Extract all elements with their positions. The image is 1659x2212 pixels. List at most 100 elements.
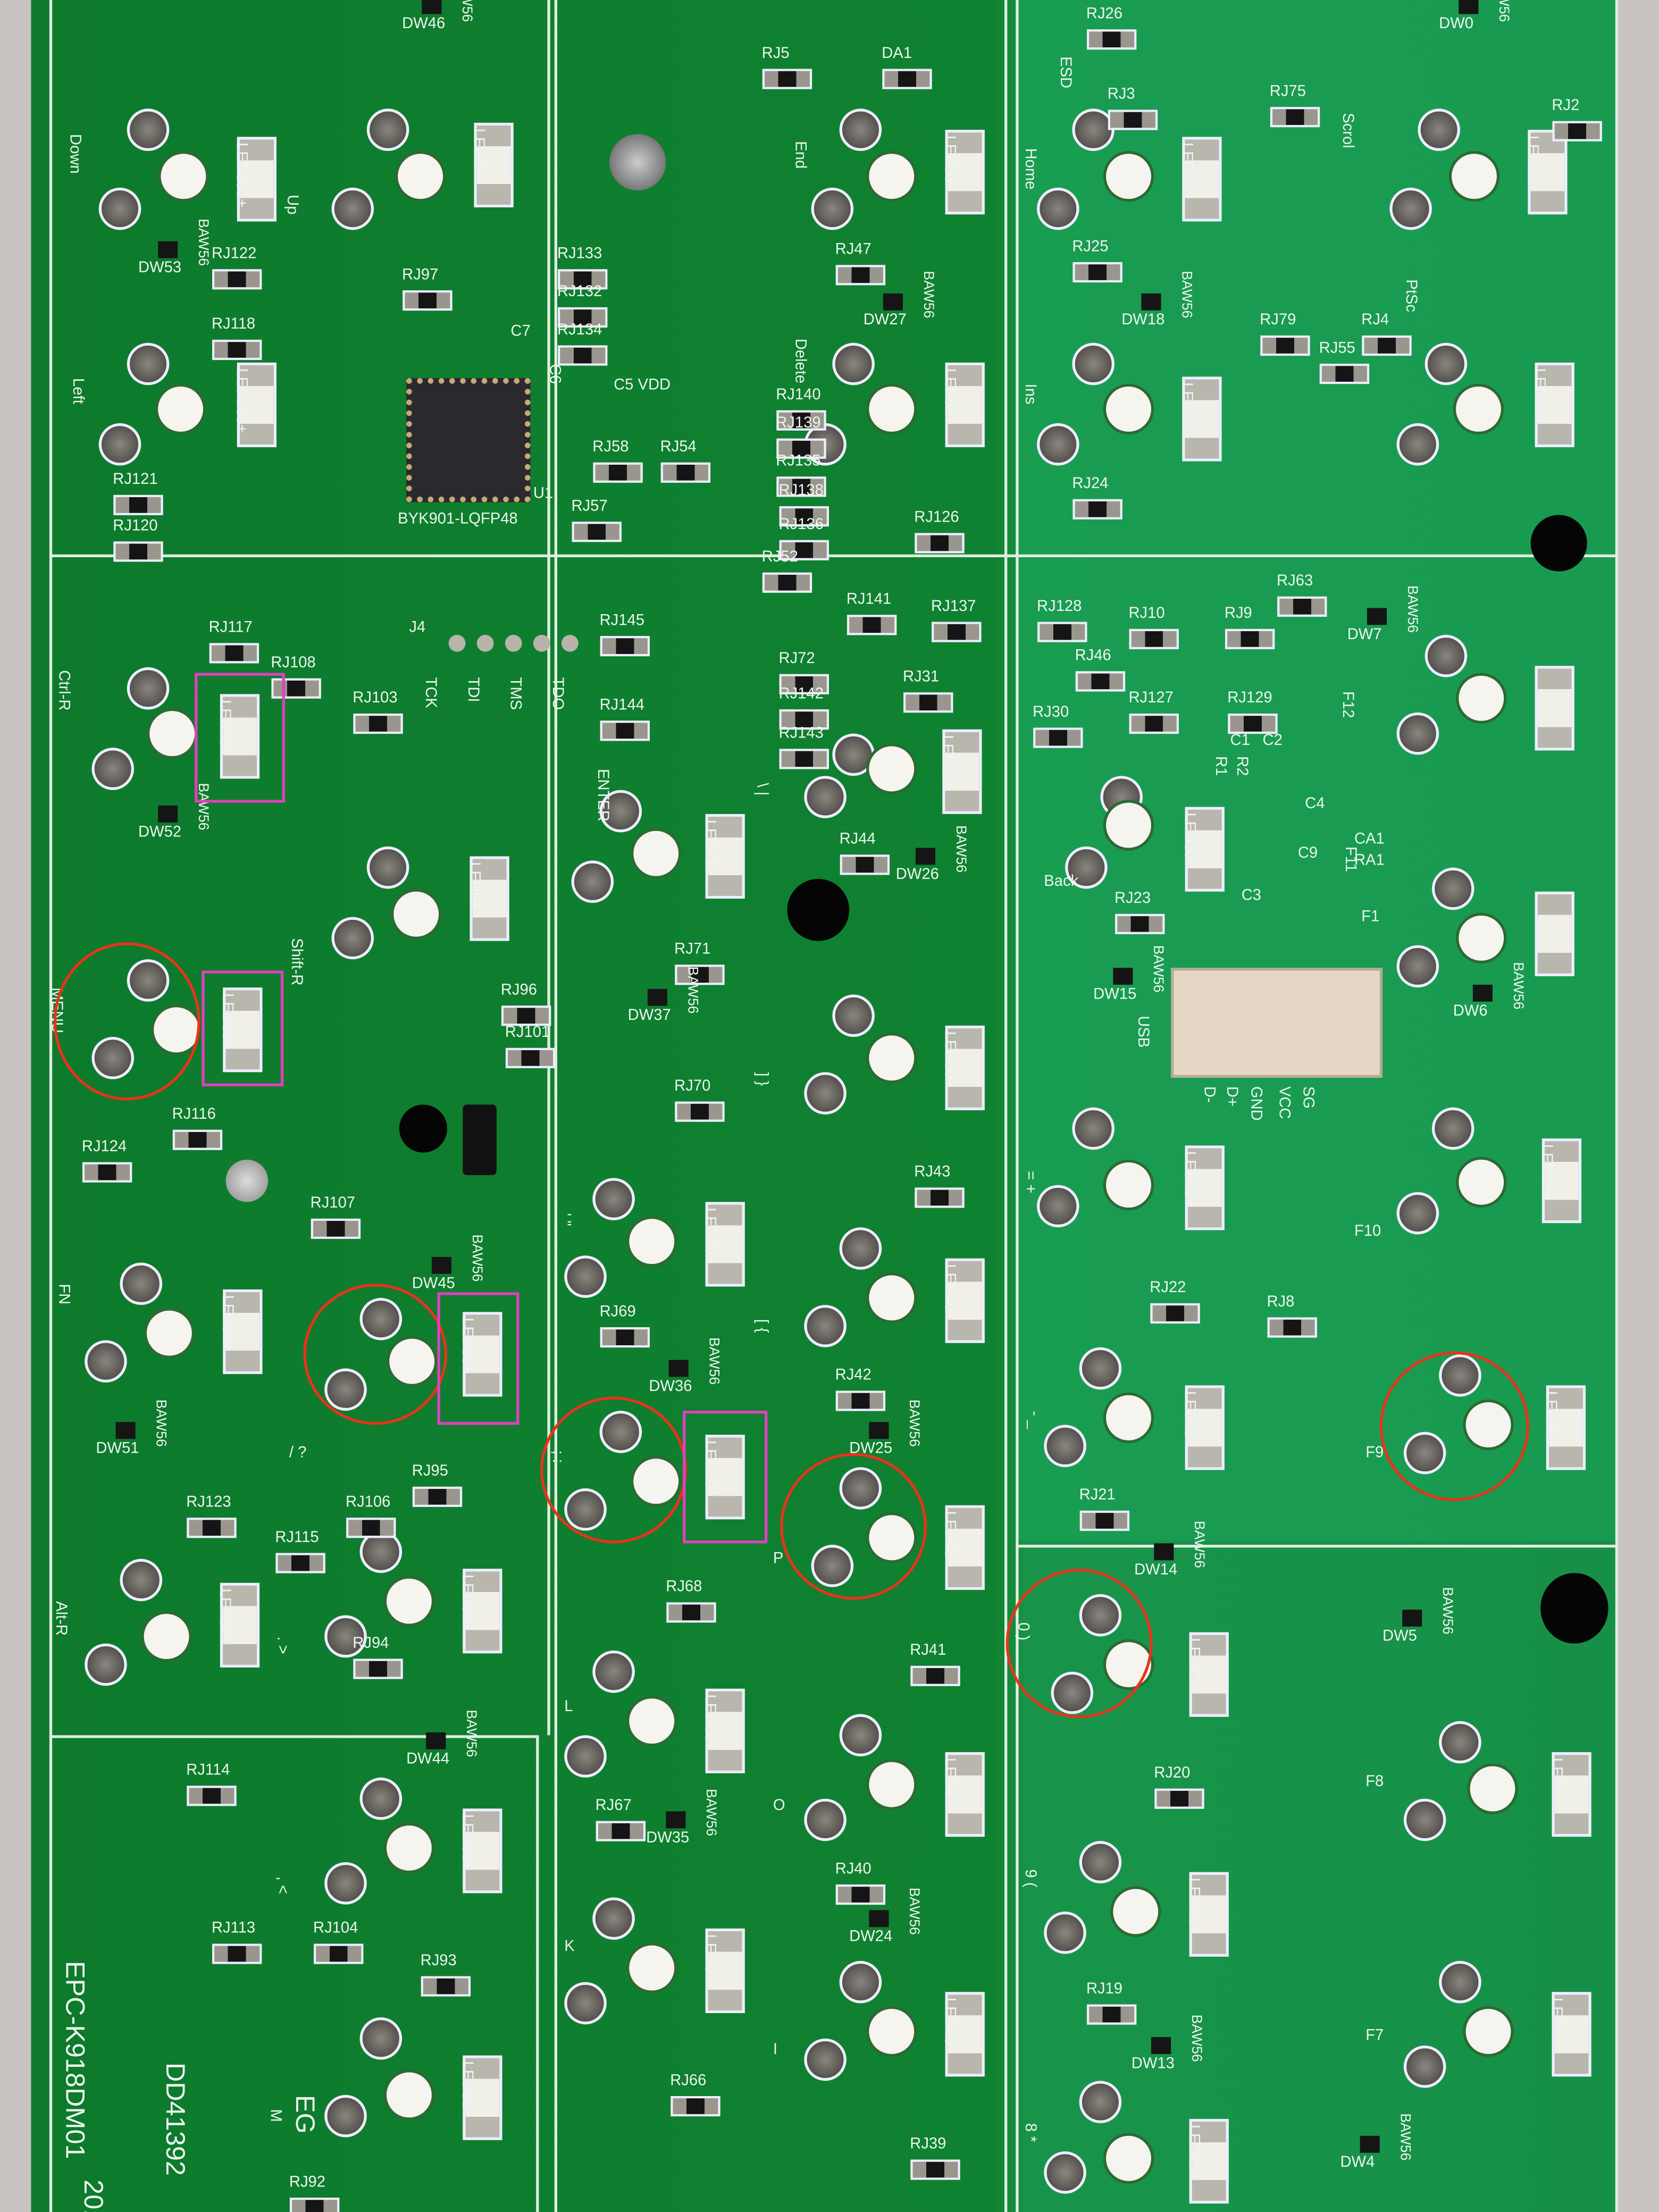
- resistor: [314, 1943, 364, 1964]
- silk-line: [49, 0, 53, 2212]
- key-legend: 8 *: [1021, 2123, 1038, 2142]
- led-component: [1541, 1138, 1582, 1224]
- annotation-circle: [780, 1453, 927, 1600]
- diode-type-label: BAW56: [1187, 2014, 1204, 2062]
- baw56-diode: [1154, 1543, 1174, 1561]
- diode-type-label: BAW56: [906, 1887, 921, 1935]
- diode-type-label: BAW56: [702, 1789, 718, 1837]
- switch-pad: [804, 2038, 847, 2081]
- switch-pad: [592, 1178, 635, 1220]
- key-legend: I: [773, 2041, 778, 2058]
- mounting-hole: [399, 1104, 448, 1153]
- mounting-hole: [1530, 515, 1587, 572]
- switch-pad: [811, 187, 854, 230]
- resistor-label: RJ141: [846, 591, 892, 608]
- resistor-label: RJ26: [1086, 5, 1123, 23]
- resistor: [762, 69, 812, 89]
- diode-label: DW27: [863, 312, 907, 329]
- key-legend: F8: [1365, 1773, 1384, 1790]
- switch-pad: [1396, 945, 1439, 988]
- resistor: [501, 1006, 551, 1026]
- resistor-label: RJ116: [172, 1106, 216, 1123]
- silkscreen-text: VCC: [1275, 1086, 1293, 1119]
- baw56-diode: [915, 848, 936, 865]
- resistor: [675, 1101, 725, 1122]
- diode-type-label: BAW56: [1191, 1521, 1206, 1569]
- led-component: [474, 122, 514, 208]
- resistor: [882, 69, 932, 89]
- led-component: [1546, 1385, 1586, 1470]
- led-component: [1185, 1145, 1225, 1230]
- key-legend: \ |: [753, 783, 770, 796]
- resistor-label: RJ132: [557, 283, 602, 301]
- key-legend: ENTER: [593, 768, 611, 822]
- switch-pad: [1431, 867, 1474, 910]
- switch-pad: [592, 1897, 635, 1940]
- key-legend: Ins: [1021, 383, 1038, 405]
- resistor-label: RJ9: [1224, 605, 1252, 623]
- resistor-label: RJ63: [1277, 573, 1313, 590]
- silkscreen-text: EG: [289, 2094, 319, 2134]
- diode-type-label: BAW56: [458, 0, 474, 22]
- switch-pad: [98, 423, 141, 466]
- led-label: LED101+: [232, 142, 250, 208]
- switch-pad: [1072, 342, 1115, 386]
- led-component: [463, 1569, 502, 1654]
- led-label: LED33+: [1523, 135, 1541, 192]
- silkscreen-text: DD41392: [159, 2062, 189, 2176]
- diode-label: DW26: [895, 866, 939, 883]
- resistor-label: RJ122: [211, 245, 257, 263]
- switch-pad: [1037, 423, 1079, 466]
- switch-pad: [571, 860, 614, 903]
- led-label: LED48+: [941, 1511, 958, 1568]
- led-window: [158, 150, 209, 202]
- annotation-box: [683, 1411, 768, 1544]
- diode-label: DW53: [138, 259, 182, 277]
- led-label: LED32+: [1178, 142, 1195, 199]
- silkscreen-text: R1: [1212, 756, 1229, 776]
- resistor-label: RJ3: [1107, 86, 1135, 103]
- resistor: [932, 622, 982, 642]
- resistor-label: RJ117: [208, 619, 253, 636]
- resistor: [660, 462, 711, 483]
- resistor-label: RJ67: [595, 1797, 632, 1814]
- baw56-diode: [883, 293, 903, 311]
- diode-type-label: BAW56: [1509, 962, 1526, 1010]
- led-window: [383, 1576, 435, 1627]
- led-component: [223, 1289, 263, 1375]
- led-label: LED6+: [465, 862, 483, 910]
- resistor: [600, 720, 650, 741]
- led-window: [626, 1696, 677, 1747]
- silk-line: [547, 0, 550, 1736]
- silkscreen-text: R2: [1233, 756, 1250, 776]
- switch-pad: [804, 1072, 847, 1115]
- key-legend: ] }: [753, 1072, 770, 1086]
- led-component: [945, 1258, 985, 1343]
- diode-type-label: BAW56: [1495, 0, 1511, 22]
- annotation-circle: [303, 1284, 448, 1425]
- led-label: LED67+: [701, 1934, 718, 1991]
- resistor: [779, 709, 829, 730]
- led-component: [705, 814, 745, 899]
- resistor-label: RJ123: [186, 1494, 231, 1511]
- resistor: [1129, 629, 1179, 649]
- switch-pad: [1439, 1721, 1481, 1764]
- switch-pad: [592, 1650, 635, 1693]
- switch-pad: [564, 1735, 607, 1778]
- annotation-box: [437, 1292, 520, 1425]
- led-component: [220, 694, 260, 779]
- silkscreen-text: C2: [1262, 732, 1283, 749]
- baw56-diode: [1367, 608, 1387, 625]
- switch-pad: [359, 2017, 403, 2060]
- led-component: [945, 1992, 985, 2077]
- switch-pad: [91, 748, 135, 790]
- resistor-label: RJ69: [599, 1303, 636, 1321]
- key-legend: F10: [1354, 1223, 1381, 1241]
- resistor-label: RJ31: [902, 668, 940, 686]
- annotation-box: [195, 673, 285, 803]
- silk-line: [536, 1735, 539, 2212]
- resistor-label: RJ93: [420, 1952, 457, 1970]
- resistor-label: RJ72: [778, 650, 815, 667]
- led-component: [1182, 376, 1222, 462]
- led-component: [1552, 1752, 1591, 1837]
